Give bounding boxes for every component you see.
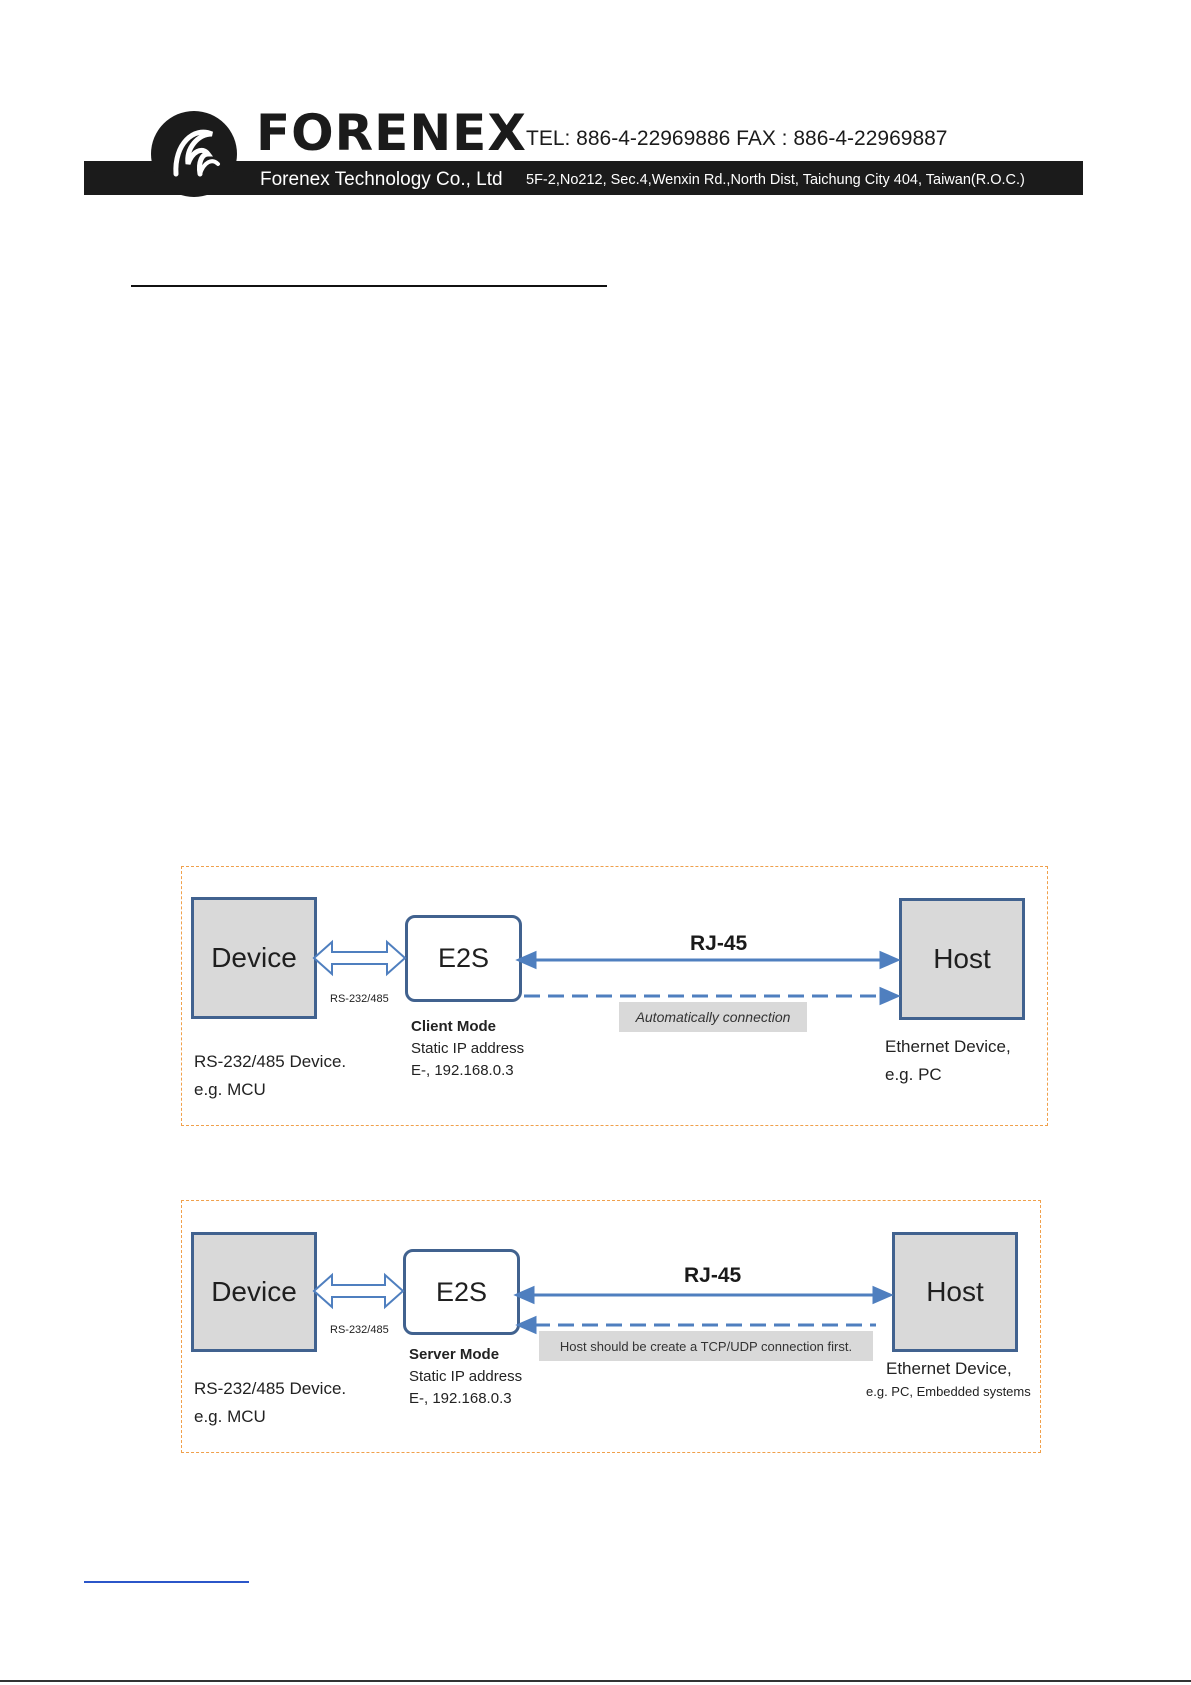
- rs232-label: RS-232/485: [330, 993, 389, 1005]
- auto-connection-arrow: [524, 986, 901, 1006]
- device-box: Device: [191, 1232, 317, 1352]
- host-description: Ethernet Device,: [885, 1037, 1011, 1056]
- server-mode-diagram: [181, 1200, 1041, 1453]
- mode-label: Server Mode: [409, 1346, 500, 1363]
- footer-link-underline[interactable]: [84, 1581, 249, 1583]
- section-title-underline: [131, 285, 607, 287]
- rs232-double-arrow: [312, 1272, 405, 1310]
- forenex-logo-icon: [151, 111, 237, 197]
- host-box: Host: [899, 898, 1025, 1020]
- ip-address-label: E-, 192.168.0.3: [409, 1390, 512, 1407]
- e2s-box: E2S: [405, 915, 522, 1002]
- ip-type-label: Static IP address: [411, 1040, 525, 1057]
- rj45-arrow: [515, 950, 901, 970]
- rj45-arrow: [513, 1285, 894, 1305]
- connection-note: Host should be create a TCP/UDP connecti…: [539, 1331, 873, 1361]
- e2s-box: E2S: [403, 1249, 520, 1335]
- ip-type-label: Static IP address: [409, 1368, 523, 1385]
- device-example: e.g. MCU: [194, 1080, 266, 1099]
- host-connection-arrow: [515, 1315, 876, 1335]
- brand-name: FORENEX: [256, 104, 527, 162]
- host-example: e.g. PC, Embedded systems: [866, 1384, 1031, 1399]
- client-mode-diagram: [181, 866, 1048, 1126]
- letterhead: FORENEX TEL: 886-4-22969886 FAX : 886-4-…: [84, 104, 1084, 197]
- host-box: Host: [892, 1232, 1018, 1352]
- rs232-label: RS-232/485: [330, 1324, 389, 1336]
- mode-label: Client Mode: [411, 1018, 496, 1035]
- device-example: e.g. MCU: [194, 1407, 266, 1426]
- company-name: Forenex Technology Co., Ltd: [260, 169, 503, 190]
- connection-note: Automatically connection: [619, 1002, 807, 1032]
- host-description: Ethernet Device,: [886, 1359, 1012, 1378]
- host-example: e.g. PC: [885, 1065, 942, 1084]
- device-box: Device: [191, 897, 317, 1019]
- ip-address-label: E-, 192.168.0.3: [411, 1062, 514, 1079]
- rj45-label: RJ-45: [684, 1264, 742, 1287]
- device-description: RS-232/485 Device.: [194, 1052, 347, 1071]
- company-address: 5F-2,No212, Sec.4,Wenxin Rd.,North Dist,…: [526, 172, 1025, 188]
- device-description: RS-232/485 Device.: [194, 1379, 347, 1398]
- page-bottom-rule: [0, 1680, 1191, 1682]
- tel-fax: TEL: 886-4-22969886 FAX : 886-4-22969887: [526, 127, 948, 150]
- header-bar: [84, 161, 1083, 195]
- rj45-label: RJ-45: [690, 932, 748, 955]
- rs232-double-arrow: [312, 939, 407, 977]
